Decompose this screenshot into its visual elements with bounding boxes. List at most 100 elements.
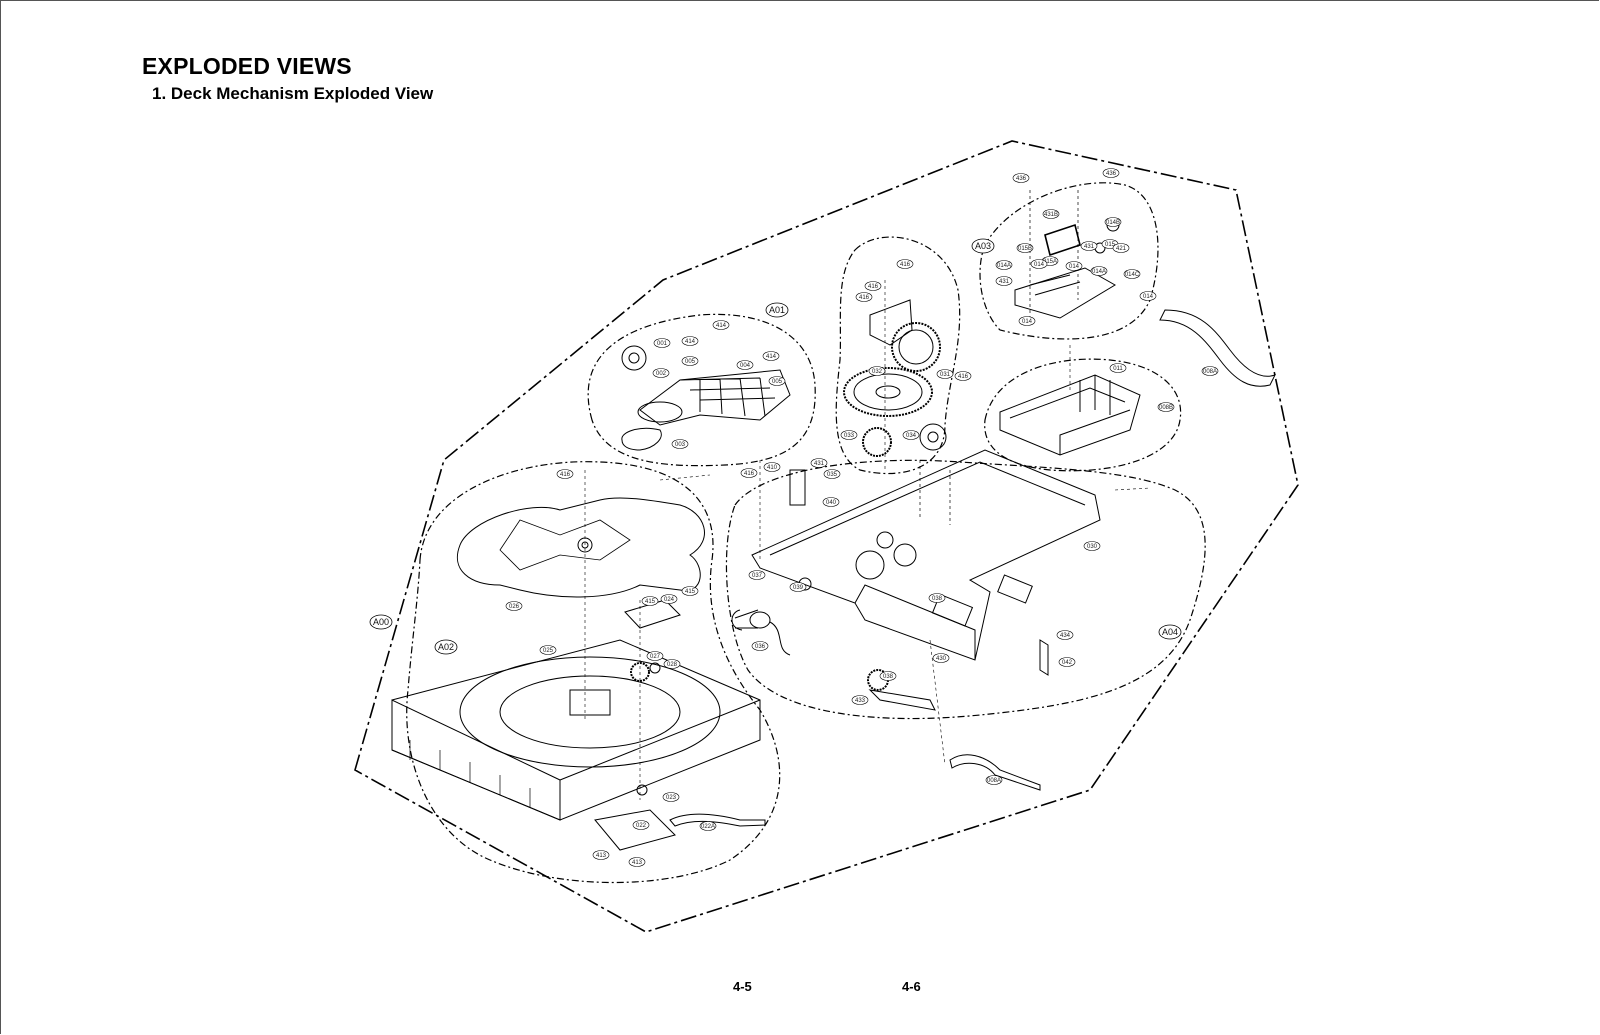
part-callout-label: 002 — [656, 371, 667, 377]
part-callout-bubble — [1090, 266, 1108, 276]
part-callout-label: 434 — [1060, 633, 1071, 639]
part-callout-bubble — [810, 458, 828, 468]
part-callout-label: 011 — [1113, 366, 1123, 372]
part-callout-label: 415 — [645, 599, 656, 605]
part-callout-bubble — [1058, 657, 1076, 667]
part-callout-label: 034 — [906, 433, 917, 439]
label-a01: A01 — [769, 305, 785, 315]
part-callout-label: 431 — [814, 461, 825, 467]
part-callout-bubble — [646, 651, 664, 661]
part-callout-label: 008A — [1203, 369, 1217, 375]
part-callout-label: 413 — [632, 860, 643, 866]
part-callout-bubble — [954, 371, 972, 381]
part-callout-label: 027 — [650, 654, 661, 660]
part-callout-bubble — [936, 369, 954, 379]
leader-lines — [584, 280, 1151, 800]
part-callout-bubble — [751, 641, 769, 651]
part-callout-bubble — [763, 462, 781, 472]
part-callout-label: 026 — [509, 604, 520, 610]
part-callout-bubble — [995, 260, 1013, 270]
page-number-right: 4-6 — [902, 979, 921, 994]
part-callout-bubble — [1139, 291, 1157, 301]
part-callout-bubble — [1102, 168, 1120, 178]
assembly-a04-boundary — [725, 459, 1206, 720]
part-callout-label: 014A — [1092, 269, 1106, 275]
part-callout-label: 015A — [1043, 259, 1057, 265]
part-callout-label: 005 — [772, 379, 783, 385]
part-callout-bubble — [663, 659, 681, 669]
part-callout-label: 030 — [1087, 544, 1098, 550]
part-callout-label: 042 — [1062, 660, 1073, 666]
gear-038-part — [867, 669, 936, 711]
tray-chassis-part — [999, 374, 1141, 456]
part-callout-label: 014C — [1125, 272, 1140, 278]
flat-cable-part — [1159, 309, 1276, 387]
gear-stack-part — [843, 299, 947, 457]
part-callout-label: 414 — [685, 339, 696, 345]
part-callout-bubble — [868, 366, 886, 376]
part-callout-label: 436 — [1016, 176, 1027, 182]
label-a00: A00 — [373, 617, 389, 627]
part-callout-bubble — [762, 351, 780, 361]
assembly-a02-boundary — [406, 461, 781, 884]
part-callout-label: 014A — [997, 263, 1011, 269]
part-callout-label: 416 — [868, 284, 879, 290]
part-callout-bubble — [789, 582, 807, 592]
part-callout-bubble — [985, 775, 1003, 785]
part-callout-label: 014 — [1034, 262, 1045, 268]
part-callout-label: 414 — [716, 323, 727, 329]
part-callout-label: 416 — [958, 374, 969, 380]
part-callout-label: 035 — [827, 472, 838, 478]
part-callouts: 436436431B015014B015B015A431014014A42101… — [505, 168, 1219, 867]
part-callout-bubble — [1018, 316, 1036, 326]
section-subtitle: 1. Deck Mechanism Exploded View — [152, 84, 434, 103]
part-callout-label: 039 — [793, 585, 804, 591]
part-callout-bubble — [1123, 269, 1141, 279]
part-callout-bubble — [712, 320, 730, 330]
part-callout-bubble — [1112, 243, 1130, 253]
part-callout-bubble — [879, 671, 897, 681]
a02-small-parts — [594, 599, 766, 851]
part-callout-bubble — [1201, 366, 1219, 376]
part-callout-label: 416 — [859, 295, 870, 301]
main-chassis-part — [751, 449, 1101, 661]
part-callout-label: 022A — [701, 824, 715, 830]
part-callout-label: 431 — [1084, 244, 1095, 250]
part-callout-label: 413 — [596, 853, 607, 859]
part-callout-bubble — [855, 292, 873, 302]
part-callout-bubble — [1030, 259, 1048, 269]
part-callout-label: 416 — [560, 472, 571, 478]
pickup-unit-part — [1014, 190, 1120, 320]
part-callout-label: 031 — [940, 372, 951, 378]
part-callout-bubble — [699, 821, 717, 831]
part-callout-bubble — [681, 356, 699, 366]
part-callout-label: 032 — [872, 369, 883, 375]
part-callout-bubble — [681, 336, 699, 346]
base-tray-part — [391, 639, 761, 821]
part-callout-bubble — [653, 338, 671, 348]
part-callout-label: 421 — [1116, 246, 1127, 252]
part-callout-label: 008B — [1159, 405, 1173, 411]
label-a02: A02 — [438, 642, 454, 652]
page-number-left: 4-5 — [733, 979, 752, 994]
part-callout-bubble — [823, 469, 841, 479]
part-callout-bubble — [660, 594, 678, 604]
bracket-042-part — [1039, 639, 1049, 676]
part-callout-label: 005 — [685, 359, 696, 365]
part-callout-bubble — [932, 653, 950, 663]
part-callout-label: 431B — [1044, 212, 1058, 218]
flex-cable-bottom-part — [949, 754, 1041, 791]
part-callout-label: 410 — [767, 465, 778, 471]
part-callout-bubble — [736, 360, 754, 370]
part-callout-bubble — [1016, 243, 1034, 253]
part-callout-label: 014 — [1143, 294, 1154, 300]
part-callout-label: 036 — [755, 644, 766, 650]
part-callout-label: 003 — [675, 442, 686, 448]
part-callout-label: 025 — [543, 648, 554, 654]
part-callout-label: 014 — [1022, 319, 1033, 325]
part-callout-bubble — [851, 695, 869, 705]
part-callout-label: 001 — [657, 341, 668, 347]
part-callout-label: 431 — [999, 279, 1010, 285]
loader-arm-part — [621, 345, 791, 451]
part-callout-label: 038 — [883, 674, 894, 680]
